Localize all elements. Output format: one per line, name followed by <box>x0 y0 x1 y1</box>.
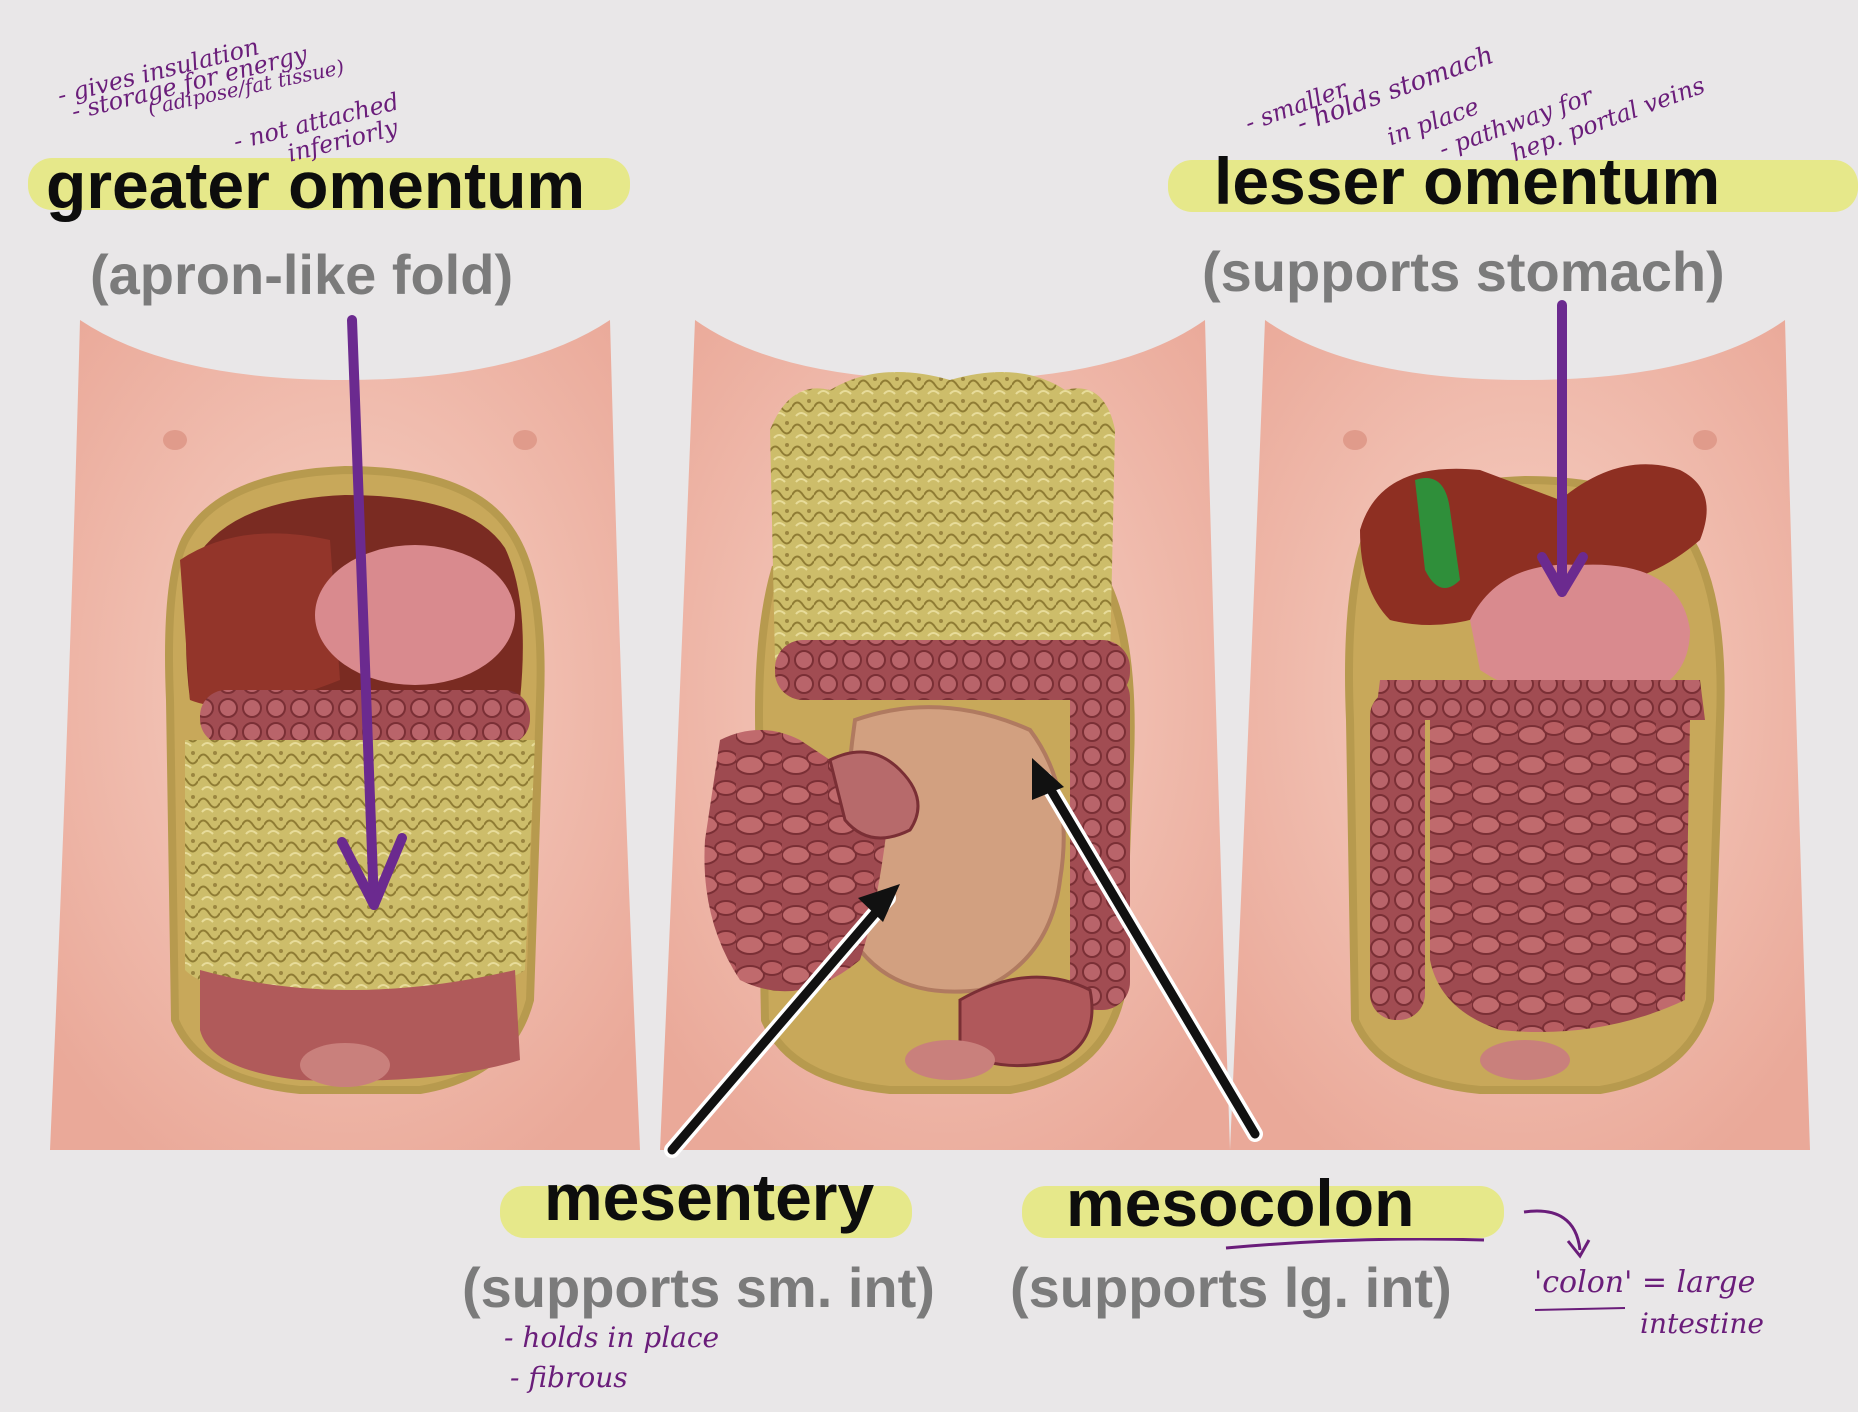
note-mesentery-1: - holds in place <box>504 1321 720 1354</box>
label-lesser-omentum: lesser omentum <box>1214 144 1721 218</box>
sublabel-mesentery: (supports sm. int) <box>462 1256 935 1319</box>
sublabel-greater-omentum: (apron-like fold) <box>90 243 514 306</box>
arrow-lesser-omentum <box>1537 300 1588 597</box>
pen-underline-mesocolon <box>1225 1237 1485 1250</box>
sublabel-lesser-omentum: (supports stomach) <box>1202 240 1725 303</box>
highlight-mesocolon <box>1022 1186 1504 1238</box>
panel-lesser-omentum <box>1230 320 1810 1150</box>
label-greater-omentum: greater omentum <box>46 148 586 222</box>
pen-underline-colon <box>1534 1307 1626 1311</box>
note-colon-2: intestine <box>1640 1307 1764 1340</box>
pen-curved-arrow <box>1523 1209 1591 1259</box>
panel-mesentery <box>660 320 1230 1150</box>
highlight-lesser-omentum <box>1168 160 1858 212</box>
label-mesentery: mesentery <box>544 1160 875 1234</box>
arrow-mesentery <box>664 884 900 1158</box>
note-mesentery-2: - fibrous <box>510 1361 628 1394</box>
arrow-greater-omentum <box>337 315 407 910</box>
panel-greater-omentum <box>50 320 640 1150</box>
arrow-mesocolon <box>1032 758 1263 1142</box>
label-mesocolon: mesocolon <box>1066 1166 1415 1240</box>
sublabel-mesocolon: (supports lg. int) <box>1010 1256 1452 1319</box>
highlight-greater-omentum <box>28 158 630 210</box>
note-colon-1: 'colon' = large <box>1534 1265 1756 1300</box>
highlight-mesentery <box>500 1186 912 1238</box>
